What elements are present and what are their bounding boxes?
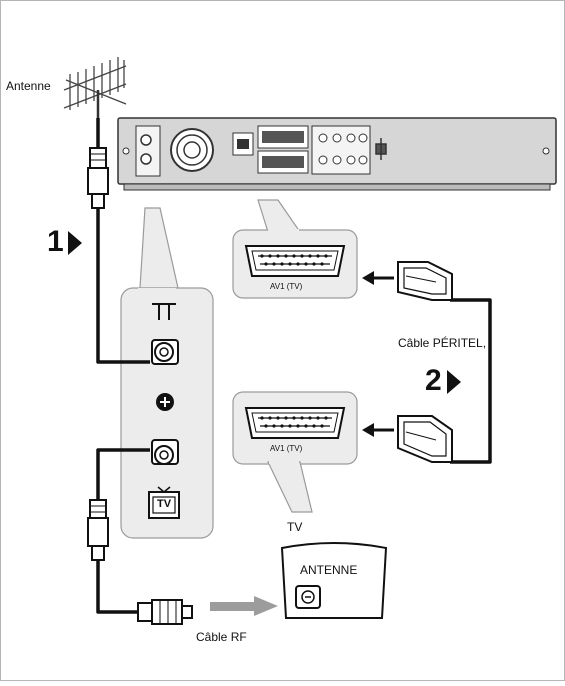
arrow-into-recorder-scart <box>362 271 394 285</box>
tv-output-icon <box>148 486 180 519</box>
tv-antenna-label: ANTENNE <box>300 563 358 577</box>
recorder-scart-socket <box>244 245 346 277</box>
antenna-label: Antenne <box>6 79 51 93</box>
tv-icon-label: TV <box>157 498 172 510</box>
scart-plug-bottom <box>397 415 453 463</box>
antenna-icon <box>63 57 127 118</box>
tv-scart-label: AV1 (TV) <box>270 444 303 453</box>
antenna-out-jack <box>151 439 179 465</box>
arrow-into-tv-scart <box>362 423 394 437</box>
antenna-in-jack <box>151 339 179 365</box>
scart-cable-label: Câble PÉRITEL, <box>398 336 487 350</box>
step2-arrow-icon <box>447 370 461 394</box>
rf-cable <box>87 448 193 625</box>
scart-plug-top <box>397 261 453 301</box>
step1-number: 1 <box>47 225 64 258</box>
recorder-scart-label: AV1 (TV) <box>270 282 303 291</box>
rf-cable-label: Câble RF <box>196 630 247 644</box>
scart-cable <box>450 298 492 464</box>
tv-antenna-panel <box>280 542 388 619</box>
step1-arrow-icon <box>68 231 82 255</box>
connector-plus-icon <box>156 393 174 411</box>
rf-direction-arrow <box>210 596 278 616</box>
antenna-cable <box>87 118 150 364</box>
antenna-in-symbol <box>152 303 176 320</box>
step2-number: 2 <box>425 364 442 397</box>
tv-scart-socket <box>244 407 346 439</box>
tv-label: TV <box>287 520 303 534</box>
recorder-device <box>117 117 557 191</box>
